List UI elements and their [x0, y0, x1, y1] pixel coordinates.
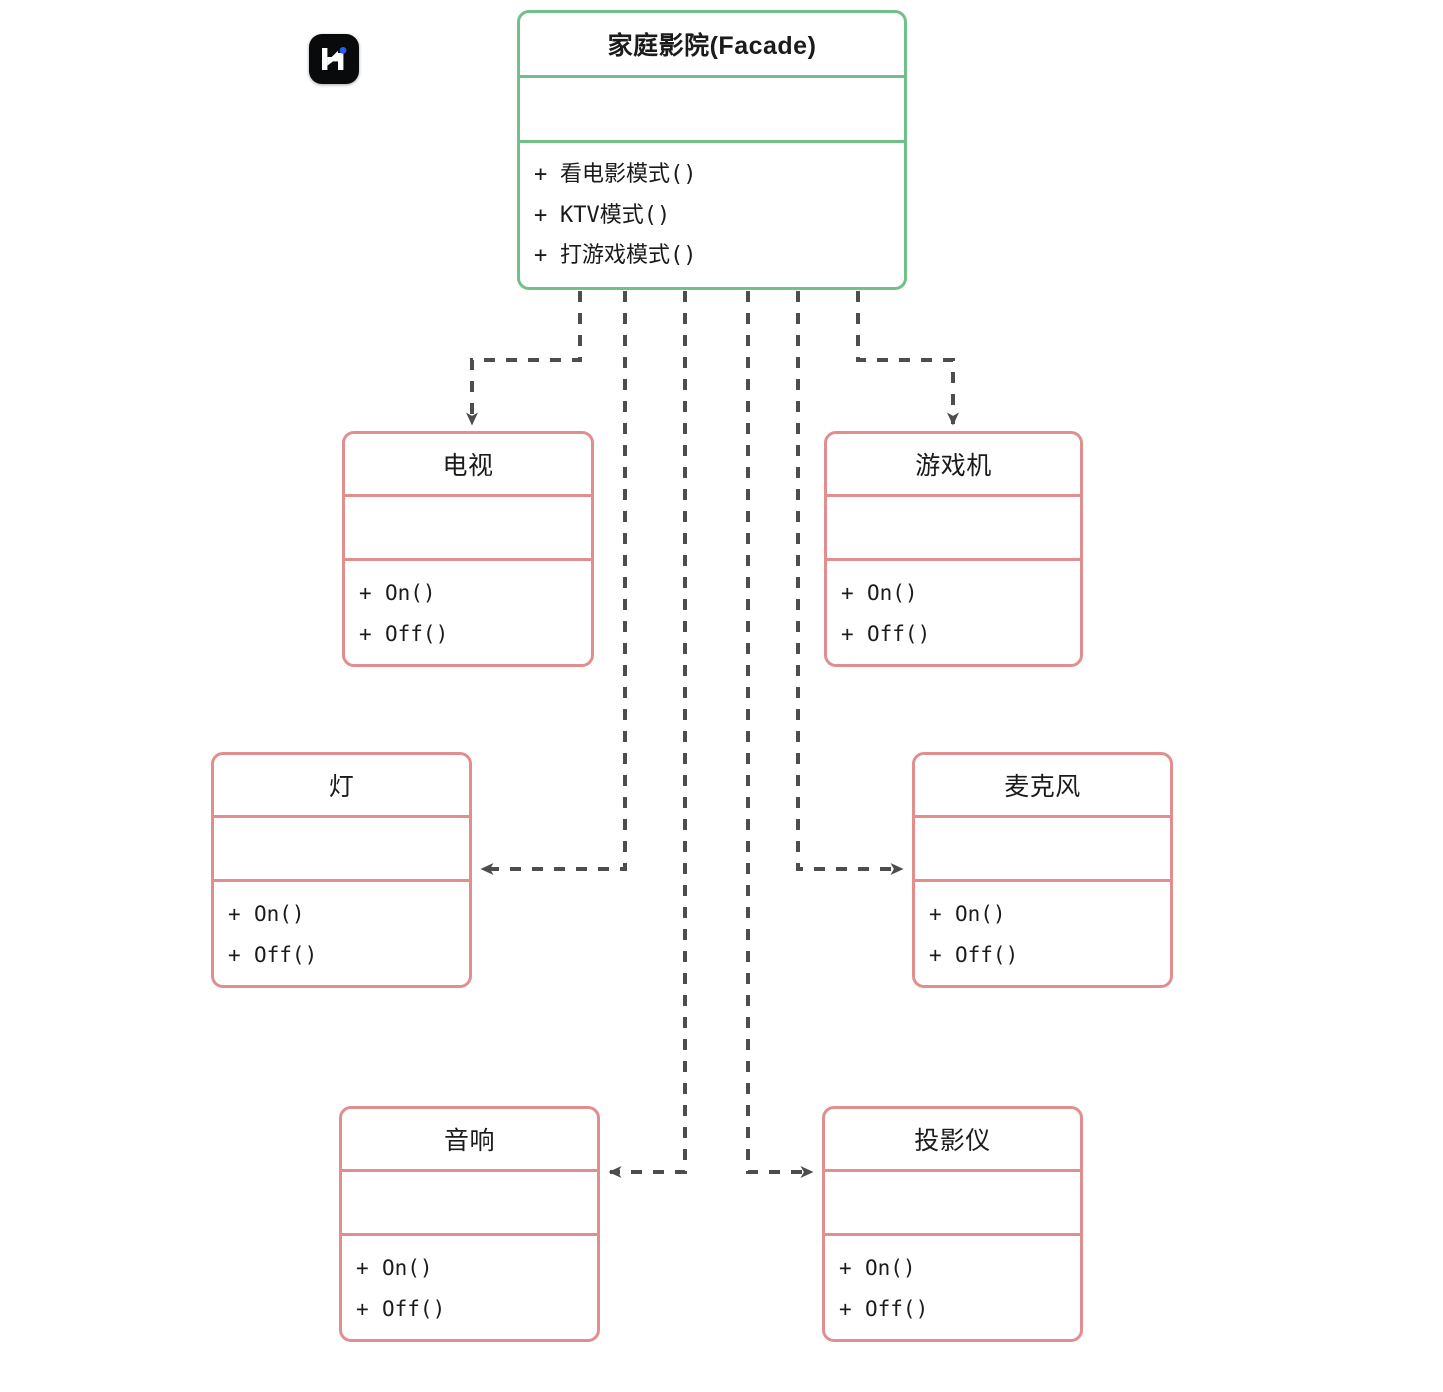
operation-signature: 打游戏模式() — [560, 243, 697, 269]
class-name-facade: 家庭影院(Facade) — [520, 13, 904, 75]
class-name-microphone: 麦克风 — [915, 755, 1170, 815]
class-operations-light: + On() + Off() — [214, 879, 469, 985]
operation-visibility: + — [534, 202, 548, 228]
class-title-text: 音响 — [443, 1127, 495, 1156]
class-attributes-projector — [825, 1169, 1080, 1233]
class-attributes-facade — [520, 75, 904, 139]
operation-visibility: + — [841, 621, 854, 646]
class-title-text: 游戏机 — [915, 452, 992, 481]
edge-facade-to-projector — [746, 291, 814, 1178]
operation-signature: Off() — [955, 942, 1019, 967]
class-name-tv: 电视 — [345, 434, 591, 494]
operation-row: + 看电影模式() — [534, 155, 890, 196]
class-title-text: 投影仪 — [914, 1127, 991, 1156]
class-title-text: 电视 — [442, 452, 494, 481]
operation-signature: On() — [385, 581, 436, 606]
class-name-speaker: 音响 — [342, 1109, 597, 1169]
operation-visibility: + — [534, 161, 548, 187]
operation-signature: 看电影模式() — [560, 161, 697, 187]
operation-row: + Off() — [839, 1289, 1066, 1329]
operation-visibility: + — [359, 581, 372, 606]
operation-visibility: + — [228, 902, 241, 927]
operation-row: + Off() — [228, 935, 455, 975]
class-title-text: 灯 — [328, 773, 355, 802]
operation-row: + On() — [839, 1248, 1066, 1288]
class-box-microphone[interactable]: 麦克风 + On() + Off() — [912, 752, 1173, 988]
edge-facade-to-console — [856, 291, 959, 426]
class-attributes-tv — [345, 494, 591, 558]
operation-signature: On() — [865, 1256, 916, 1281]
operation-signature: Off() — [865, 1296, 929, 1321]
operation-row: + On() — [841, 573, 1066, 613]
operation-signature: Off() — [867, 621, 931, 646]
class-operations-facade: + 看电影模式() + KTV模式() + 打游戏模式() — [520, 139, 904, 287]
operation-signature: Off() — [254, 942, 318, 967]
operation-visibility: + — [359, 621, 372, 646]
operation-row: + On() — [929, 894, 1156, 934]
operation-signature: On() — [254, 902, 305, 927]
class-name-console: 游戏机 — [827, 434, 1080, 494]
operation-signature: Off() — [385, 621, 449, 646]
operation-signature: On() — [382, 1256, 433, 1281]
operation-visibility: + — [929, 902, 942, 927]
class-title-text: 麦克风 — [1004, 773, 1081, 802]
operation-visibility: + — [534, 243, 548, 269]
operation-row: + On() — [359, 573, 577, 613]
class-name-projector: 投影仪 — [825, 1109, 1080, 1169]
class-attributes-speaker — [342, 1169, 597, 1233]
operation-visibility: + — [839, 1296, 852, 1321]
class-box-console[interactable]: 游戏机 + On() + Off() — [824, 431, 1083, 667]
class-operations-console: + On() + Off() — [827, 558, 1080, 664]
app-logo-icon — [322, 47, 347, 70]
class-attributes-console — [827, 494, 1080, 558]
operation-signature: Off() — [382, 1296, 446, 1321]
operation-row: + Off() — [841, 614, 1066, 654]
operation-signature: On() — [867, 581, 918, 606]
class-name-light: 灯 — [214, 755, 469, 815]
class-box-light[interactable]: 灯 + On() + Off() — [211, 752, 472, 988]
operation-row: + On() — [356, 1248, 583, 1288]
class-attributes-microphone — [915, 815, 1170, 879]
class-title-text: 家庭影院(Facade) — [607, 32, 817, 61]
operation-row: + KTV模式() — [534, 196, 890, 237]
operation-visibility: + — [228, 942, 241, 967]
class-box-projector[interactable]: 投影仪 + On() + Off() — [822, 1106, 1083, 1342]
operation-row: + On() — [228, 894, 455, 934]
class-box-facade[interactable]: 家庭影院(Facade) + 看电影模式() + KTV模式() + 打游戏模式… — [517, 10, 907, 290]
operation-row: + 打游戏模式() — [534, 236, 890, 277]
operation-visibility: + — [839, 1256, 852, 1281]
operation-visibility: + — [356, 1296, 369, 1321]
operation-signature: KTV模式() — [560, 202, 671, 228]
operation-row: + Off() — [929, 935, 1156, 975]
operation-visibility: + — [929, 942, 942, 967]
class-box-tv[interactable]: 电视 + On() + Off() — [342, 431, 594, 667]
operation-row: + Off() — [359, 614, 577, 654]
operation-visibility: + — [356, 1256, 369, 1281]
class-box-speaker[interactable]: 音响 + On() + Off() — [339, 1106, 600, 1342]
class-operations-projector: + On() + Off() — [825, 1233, 1080, 1339]
class-operations-speaker: + On() + Off() — [342, 1233, 597, 1339]
edge-facade-to-tv — [466, 291, 582, 426]
app-logo — [309, 34, 359, 84]
operation-signature: On() — [955, 902, 1006, 927]
class-operations-microphone: + On() + Off() — [915, 879, 1170, 985]
operation-visibility: + — [841, 581, 854, 606]
class-operations-tv: + On() + Off() — [345, 558, 591, 664]
operation-row: + Off() — [356, 1289, 583, 1329]
class-attributes-light — [214, 815, 469, 879]
edge-facade-to-speaker — [608, 291, 687, 1178]
